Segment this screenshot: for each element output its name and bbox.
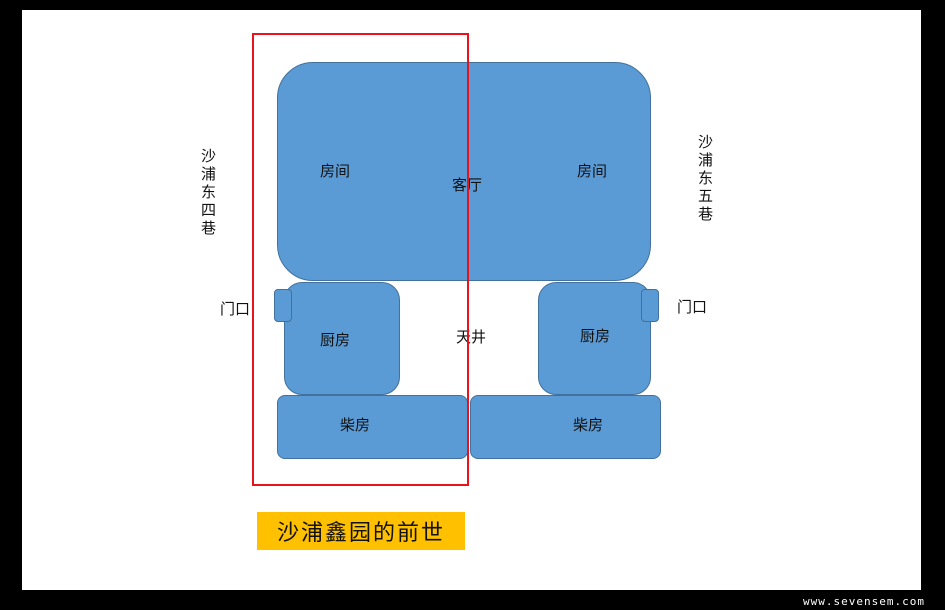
kitchen-right-block (538, 282, 651, 395)
woodshed-left-block (277, 395, 468, 459)
door-label-right: 门口 (677, 298, 708, 316)
room-label-woodshed-left: 柴房 (340, 416, 371, 434)
watermark-text: www.sevensem.com (803, 595, 925, 608)
main-hall-block (277, 62, 651, 281)
room-label-living-room: 客厅 (452, 176, 483, 194)
woodshed-right-block (470, 395, 661, 459)
room-label-kitchen-left: 厨房 (320, 331, 351, 349)
title-banner: 沙浦鑫园的前世 (257, 512, 465, 550)
street-label-right: 沙浦东五巷 (696, 134, 714, 224)
door-left-marker (274, 289, 292, 322)
street-label-left: 沙浦东四巷 (199, 148, 217, 238)
kitchen-left-block (284, 282, 400, 395)
room-label-bedroom-left: 房间 (320, 162, 351, 180)
room-label-bedroom-right: 房间 (577, 162, 608, 180)
door-label-left: 门口 (220, 300, 251, 318)
room-label-woodshed-right: 柴房 (573, 416, 604, 434)
door-right-marker (641, 289, 659, 322)
room-label-courtyard: 天井 (456, 328, 487, 346)
room-label-kitchen-right: 厨房 (580, 327, 611, 345)
diagram-title: 沙浦鑫园的前世 (276, 521, 445, 546)
